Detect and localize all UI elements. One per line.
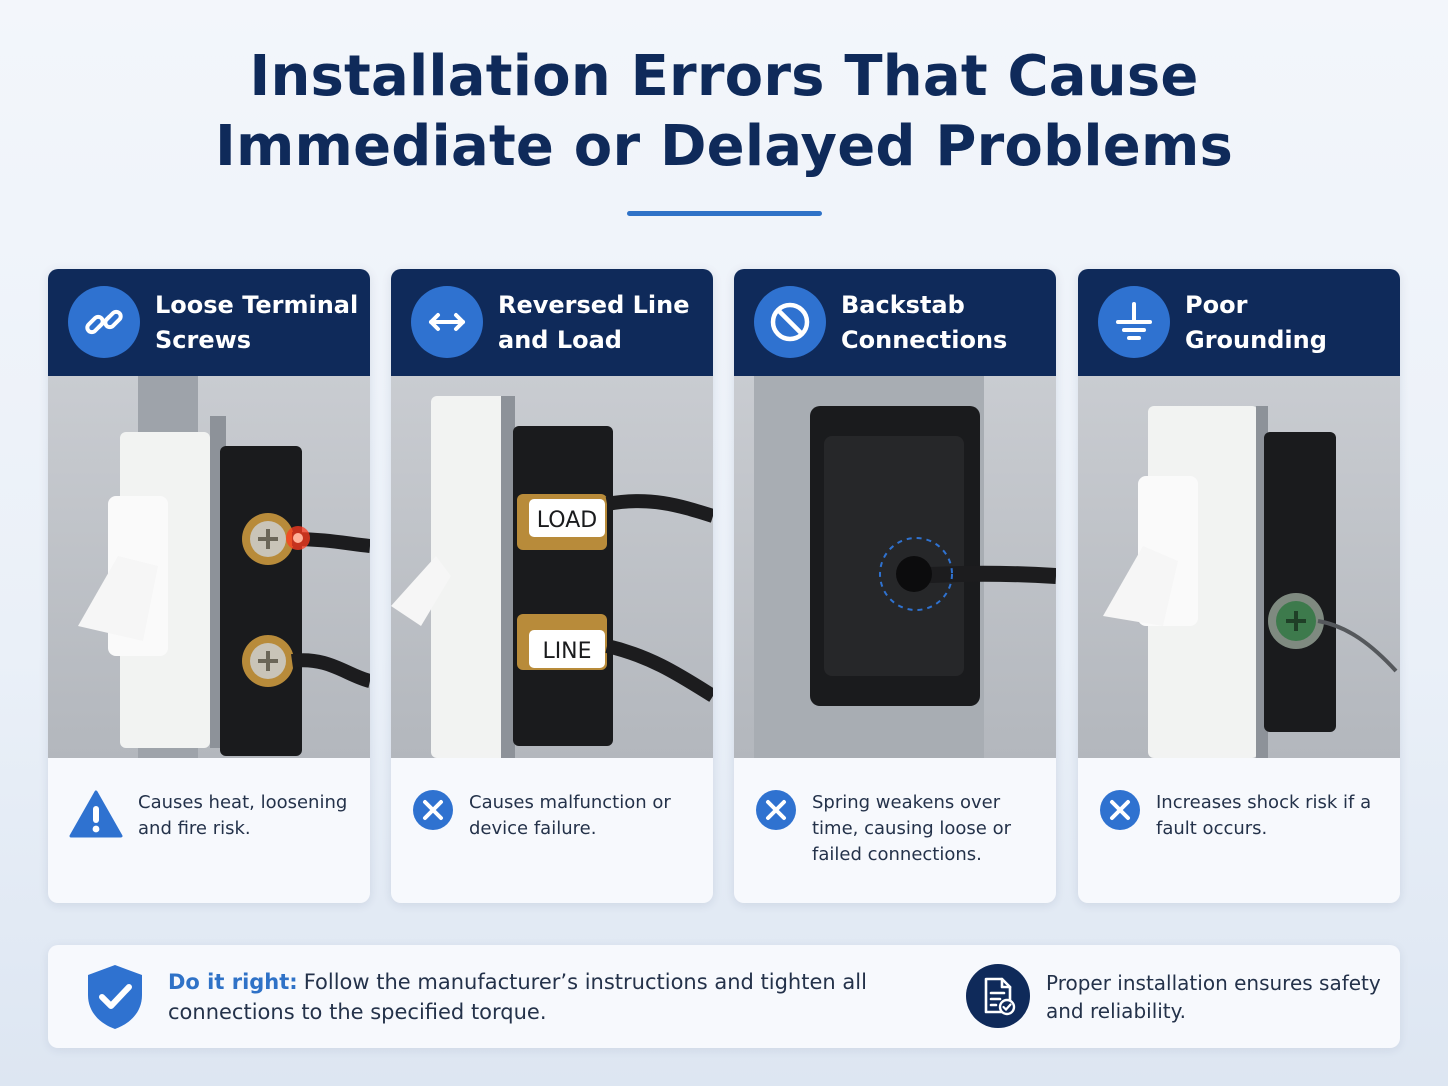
page-title-line1: Installation Errors That Cause: [249, 44, 1199, 109]
page-title-line2: Immediate or Delayed Problems: [214, 114, 1234, 179]
card-title: Poor Grounding: [1185, 291, 1327, 354]
card-backstab-connections: Backstab Connections Spring weakens over…: [734, 269, 1056, 903]
switch-photo-reversed: LOAD LINE: [391, 376, 713, 758]
card-header: Loose Terminal Screws: [48, 269, 370, 376]
card-poor-grounding: Poor Grounding Increases: [1078, 269, 1400, 903]
card-note: Spring weakens over time, causing loose …: [734, 758, 1056, 903]
note-text: Causes heat, loosening and fire risk.: [138, 792, 348, 839]
link-icon: [68, 286, 140, 358]
tip-text: Follow the manufacturer’s instructions a…: [168, 970, 867, 1024]
card-header: Reversed Line and Load: [391, 269, 713, 376]
x-circle-icon: [411, 788, 467, 840]
switch-photo-grounding: [1078, 376, 1400, 758]
reliability-text: Proper installation ensures safety and r…: [1046, 971, 1381, 1023]
tip-label: Do it right:: [168, 970, 298, 994]
terminal-label-load: LOAD: [537, 508, 597, 533]
note-text: Increases shock risk if a fault occurs.: [1156, 792, 1372, 839]
title-underline: [627, 211, 822, 216]
card-title: Backstab Connections: [841, 291, 1008, 354]
page-title: Installation Errors That Cause Immediate…: [0, 42, 1448, 182]
switch-photo-backstab: [734, 376, 1056, 758]
card-note: Causes malfunction or device failure.: [391, 758, 713, 903]
document-check-icon: [966, 964, 1030, 1028]
card-note: Increases shock risk if a fault occurs.: [1078, 758, 1400, 903]
card-title: Loose Terminal Screws: [155, 291, 359, 354]
card-reversed-line-load: Reversed Line and Load LOAD LINE: [391, 269, 713, 903]
tip-text-block: Do it right:Follow the manufacturer’s in…: [168, 967, 888, 1027]
shield-check-icon: [84, 963, 146, 1031]
note-text: Spring weakens over time, causing loose …: [812, 792, 1011, 865]
warning-icon: [68, 788, 124, 840]
card-header: Backstab Connections: [734, 269, 1056, 376]
note-text: Causes malfunction or device failure.: [469, 792, 671, 839]
ground-icon: [1098, 286, 1170, 358]
card-title: Reversed Line and Load: [498, 291, 690, 354]
prohibited-icon: [754, 286, 826, 358]
x-circle-icon: [754, 788, 810, 840]
error-cards: Loose Terminal Screws: [48, 269, 1400, 903]
switch-photo-loose-screws: [48, 376, 370, 758]
double-arrow-icon: [411, 286, 483, 358]
terminal-label-line: LINE: [542, 639, 591, 664]
x-circle-icon: [1098, 788, 1154, 840]
card-loose-terminal-screws: Loose Terminal Screws: [48, 269, 370, 903]
tip-banner: Do it right:Follow the manufacturer’s in…: [48, 945, 1400, 1048]
card-header: Poor Grounding: [1078, 269, 1400, 376]
card-note: Causes heat, loosening and fire risk.: [48, 758, 370, 903]
